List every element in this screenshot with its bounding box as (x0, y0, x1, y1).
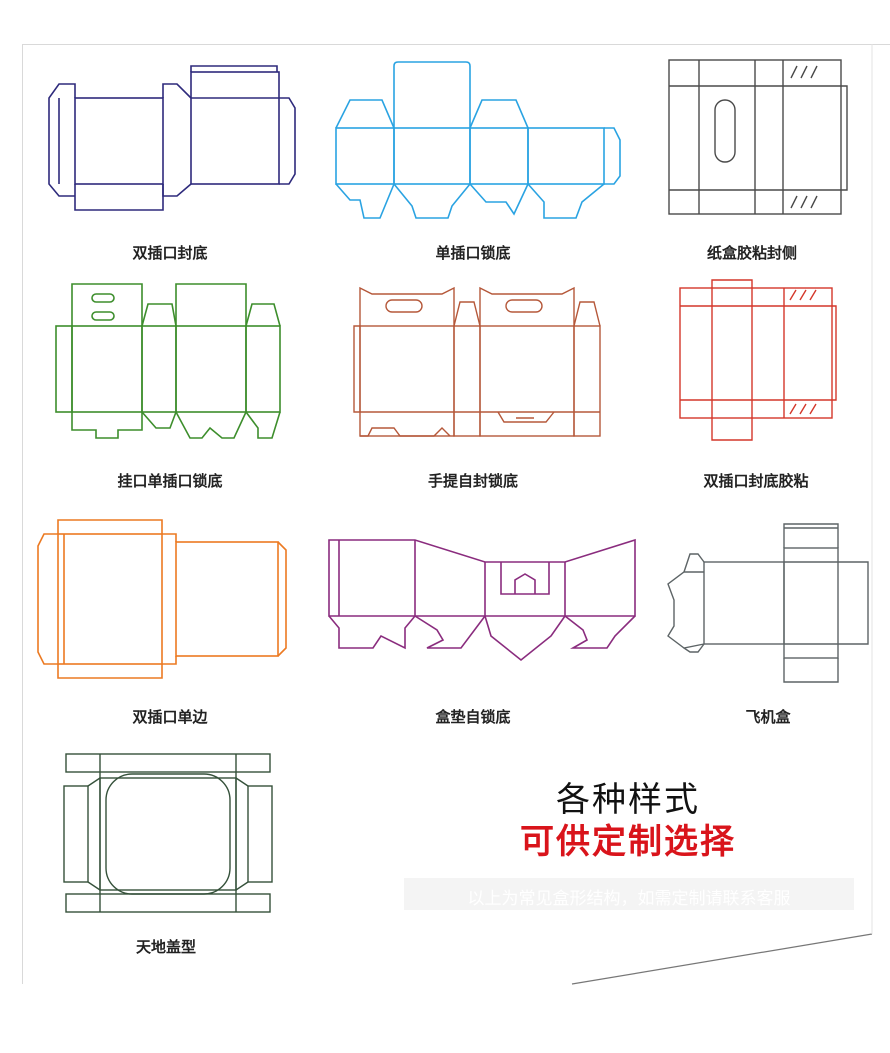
dieline-glued-side-seal (665, 56, 850, 221)
top-border-line (22, 44, 890, 45)
dieline-drawing (48, 65, 296, 211)
item-label: 纸盒胶粘封侧 (706, 244, 798, 262)
dieline-drawing (667, 523, 869, 683)
dieline-drawing (37, 519, 287, 679)
dieline-drawing (679, 279, 837, 441)
dieline-tray-self-lock-bottom (325, 536, 645, 666)
promo-subline: 可供定制选择 (520, 822, 736, 862)
dieline-double-tuck-glued-bottom (676, 278, 837, 448)
dieline-drawing (353, 286, 601, 437)
item-label: 双插口封底 (132, 244, 208, 262)
dieline-drawing (328, 538, 636, 662)
dieline-drawing (55, 283, 281, 439)
item-label: 飞机盒 (745, 708, 791, 726)
dieline-mailer-box (664, 518, 874, 688)
dieline-handle-self-lock-bottom (350, 282, 612, 442)
item-label: 双插口封底胶粘 (703, 472, 809, 490)
item-label: 双插口单边 (132, 708, 208, 726)
dieline-drawing (335, 61, 621, 219)
item-label: 挂口单插口锁底 (117, 472, 223, 490)
dieline-drawing (668, 59, 848, 215)
promo-note-bar: 以上为常见盒形结构，如需定制请联系客服 (404, 878, 854, 910)
dieline-double-tuck-single-edge (34, 516, 294, 686)
promo-note: 以上为常见盒形结构，如需定制请联系客服 (467, 889, 791, 909)
dieline-drawing (63, 753, 273, 913)
item-label: 手提自封锁底 (427, 472, 519, 490)
dieline-hang-tab-single-tuck-lock-bottom (52, 280, 292, 445)
left-border-line (22, 44, 23, 984)
item-label: 盒垫自锁底 (435, 708, 511, 726)
dieline-lid-and-base-box (60, 748, 280, 918)
dieline-double-tuck-sealed-bottom (45, 62, 296, 222)
dieline-single-tuck-lock-bottom (330, 60, 622, 225)
promo-headline: 各种样式 (556, 780, 700, 820)
item-label: 单插口锁底 (435, 244, 511, 262)
item-label: 天地盖型 (135, 938, 197, 956)
